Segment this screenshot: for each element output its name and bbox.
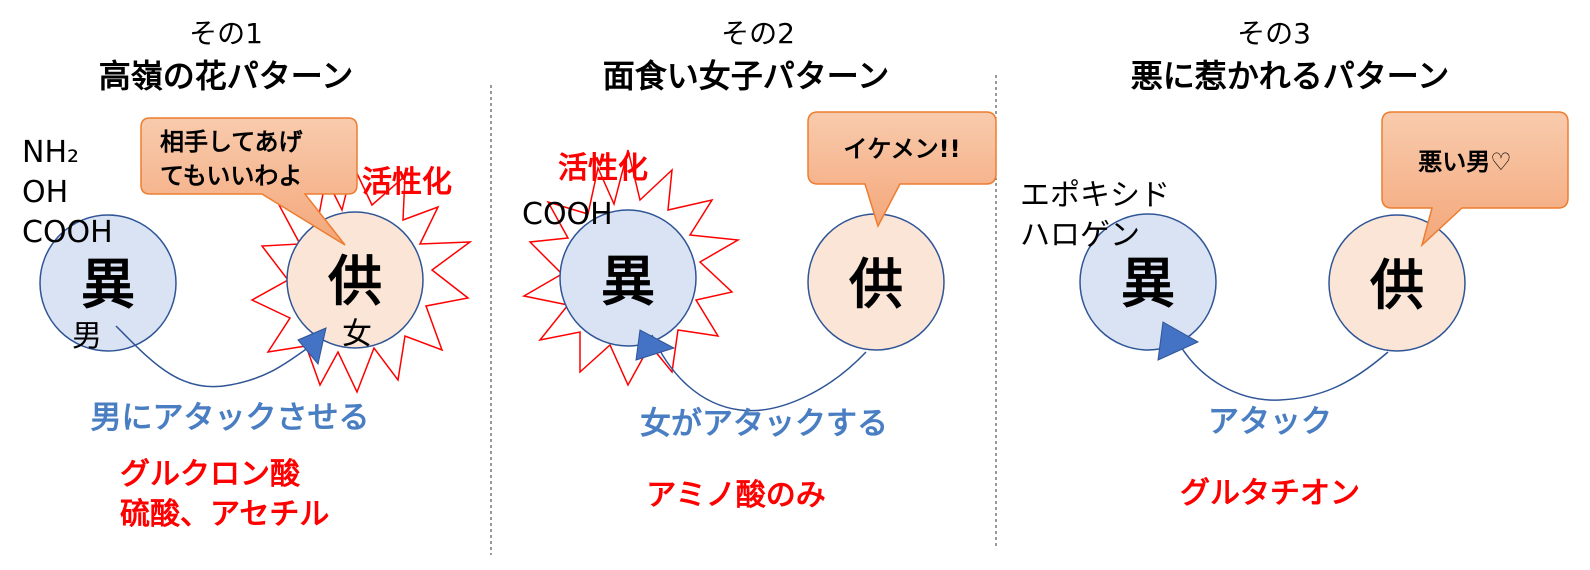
panel-3-attack-label: アタック bbox=[1208, 404, 1332, 440]
panel-1-left-circle bbox=[39, 214, 177, 352]
panel-1-bubble-text: 相手してあげてもいいわよ bbox=[160, 128, 304, 190]
panel-3-subtitle: その3 bbox=[1237, 17, 1311, 50]
panel-2-left-circle bbox=[559, 209, 697, 347]
panel-1-right-label: 供 bbox=[328, 250, 382, 313]
panel-1-conjugates: グルクロン酸硫酸、アセチル bbox=[120, 457, 329, 532]
panel-1-speech-bubble bbox=[140, 117, 358, 246]
text-line: 相手してあげ bbox=[160, 128, 304, 156]
panel-3-arrowhead bbox=[1157, 321, 1200, 361]
panel-2-bubble-text: イケメン!! bbox=[843, 135, 960, 163]
panel-2-attack-curve bbox=[651, 334, 867, 412]
panel-2-right-label: 供 bbox=[849, 253, 903, 316]
panel-2-attack-label: 女がアタックする bbox=[640, 406, 888, 442]
panel-2-conjugates: アミノ酸のみ bbox=[646, 478, 825, 513]
text-line: 硫酸、アセチル bbox=[120, 497, 329, 532]
text-line: てもいいわよ bbox=[160, 162, 302, 190]
panel-2-speech-bubble bbox=[807, 111, 997, 228]
panel-3-title: 悪に惹かれるパターン bbox=[1131, 57, 1449, 95]
panel-3-left-label: 異 bbox=[1121, 252, 1175, 315]
panel-3-right-label: 供 bbox=[1370, 254, 1424, 317]
panel-3-left-circle bbox=[1079, 213, 1217, 351]
panel-3-groups: エポキシドハロゲン bbox=[1020, 178, 1170, 253]
panel-2-subtitle: その2 bbox=[721, 17, 795, 50]
panel-3-conjugates: グルタチオン bbox=[1180, 476, 1360, 511]
panel-1-title: 高嶺の花パターン bbox=[99, 57, 353, 95]
panel-1-right-tag: 女 bbox=[342, 317, 372, 352]
panel-2-groups: COOH bbox=[522, 197, 613, 232]
panel-3-speech-bubble bbox=[1381, 111, 1569, 248]
panel-1-left-tag: 男 bbox=[72, 319, 102, 354]
panel-1-left-label: 異 bbox=[81, 253, 135, 316]
text-line: NH₂ bbox=[22, 135, 79, 170]
panel-1-right-circle bbox=[286, 211, 424, 349]
panel-1-attack-curve bbox=[115, 325, 313, 388]
panel-3-right-circle bbox=[1328, 214, 1466, 352]
panel-1-arrowhead bbox=[297, 327, 327, 366]
panel-1-attack-label: 男にアタックさせる bbox=[91, 400, 370, 436]
panel-1-subtitle: その1 bbox=[189, 17, 263, 50]
panel-2-title: 面食い女子パターン bbox=[603, 57, 889, 95]
panel-3: その3 悪に惹かれるパターン 異 供 エポキシドハロゲン 悪い男♡ アタック グ… bbox=[1020, 17, 1569, 511]
panel-3-attack-curve bbox=[1177, 341, 1389, 401]
panel-2-activation-label: 活性化 bbox=[558, 151, 648, 186]
panel-2: その2 面食い女子パターン 異 供 COOH 活性化 イケメン!! 女がアタック… bbox=[521, 17, 997, 513]
text-line: ハロゲン bbox=[1020, 218, 1140, 253]
panel-1-groups: NH₂ OH COOH bbox=[22, 135, 113, 250]
panel-1: その1 高嶺の花パターン 異 供 男 女 NH₂ OH COOH 相手してあげてもい… bbox=[22, 17, 473, 532]
panel-1-activation-label: 活性化 bbox=[362, 165, 452, 200]
text-line: OH bbox=[22, 175, 68, 210]
text-line: グルクロン酸 bbox=[120, 457, 301, 492]
panel-3-bubble-text: 悪い男♡ bbox=[1418, 148, 1512, 176]
text-line: エポキシド bbox=[1020, 178, 1170, 213]
text-line: COOH bbox=[22, 215, 113, 250]
panel-2-arrowhead bbox=[635, 329, 676, 361]
panel-2-left-label: 異 bbox=[601, 250, 655, 313]
